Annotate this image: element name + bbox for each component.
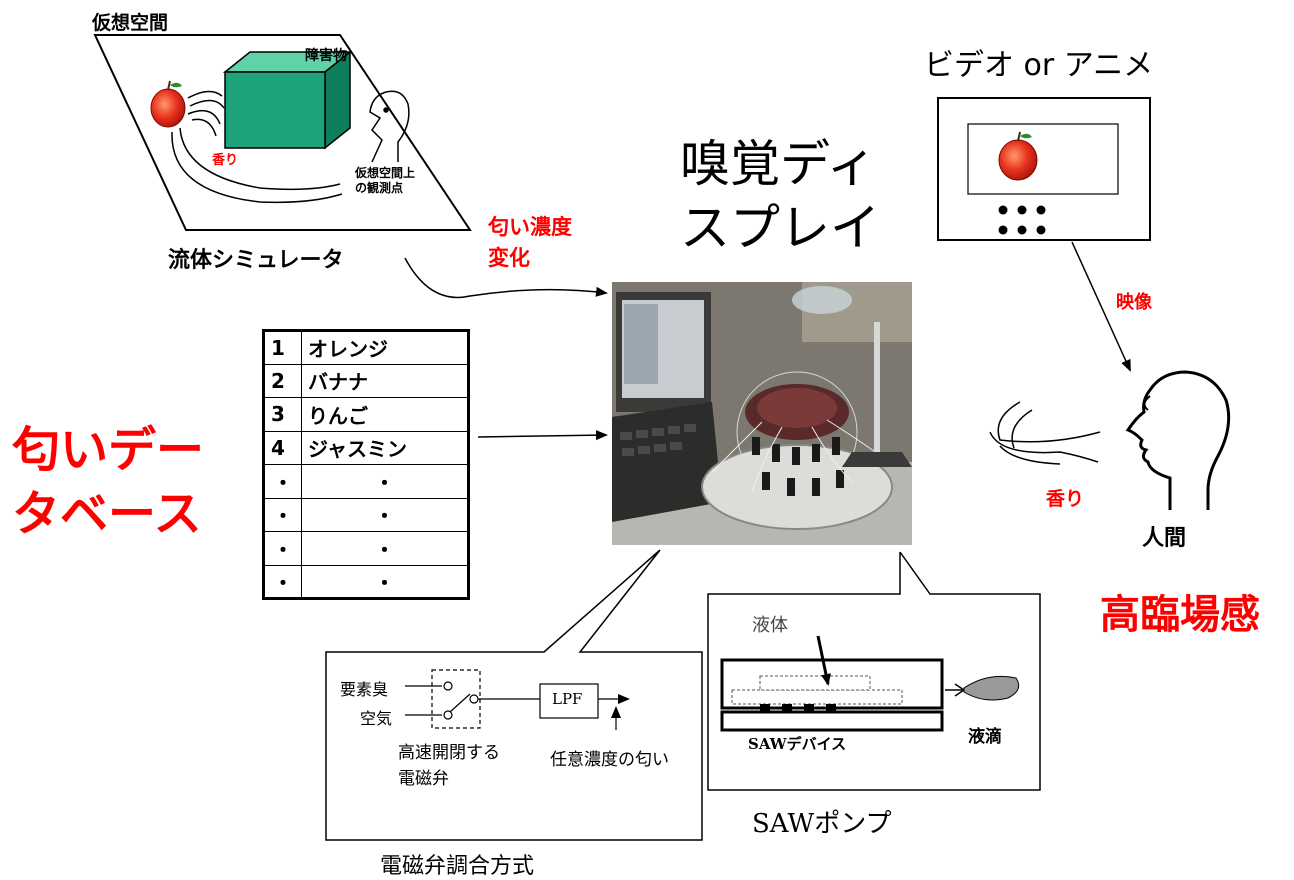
output-odor-label: 任意濃度の匂い xyxy=(550,750,669,770)
human-head-icon xyxy=(1125,370,1231,510)
concentration-change-label: 匂い濃度 変化 xyxy=(488,215,572,270)
observation-point-label: 仮想空間上 の観測点 xyxy=(355,166,416,195)
olfactory-display-title: 嗅覚ディ スプレイ xyxy=(680,135,880,257)
row-number: 2 xyxy=(263,363,302,398)
row-scent: ・ xyxy=(301,464,469,499)
concentration-arrow xyxy=(404,257,608,299)
row-scent: ・ xyxy=(301,564,469,599)
virtual-space-title: 仮想空間 xyxy=(92,12,169,34)
row-number: 1 xyxy=(263,330,302,365)
scent-swirl-lines xyxy=(989,401,1101,465)
row-number: 3 xyxy=(263,397,302,432)
saw-device-schematic xyxy=(720,635,1020,732)
element-odor-label: 要素臭 xyxy=(340,680,389,699)
video-screen xyxy=(967,123,1119,195)
human-label: 人間 xyxy=(1142,526,1187,551)
olfactory-display-photo xyxy=(612,282,912,545)
lpf-label: LPF xyxy=(552,690,583,708)
video-control-dots xyxy=(998,205,1046,235)
row-scent: オレンジ xyxy=(301,330,469,365)
video-title: ビデオ or アニメ xyxy=(924,48,1154,83)
row-scent: バナナ xyxy=(301,363,469,398)
high-presence-label: 高臨場感 xyxy=(1100,592,1260,638)
obstacle-cube xyxy=(222,50,353,150)
valve-schematic xyxy=(405,669,630,730)
obstacle-label: 障害物 xyxy=(305,48,347,64)
table-row: ・・ xyxy=(263,497,469,532)
air-label: 空気 xyxy=(360,709,393,728)
scent-database-title: 匂いデー タベース xyxy=(12,422,205,542)
liquid-label: 液体 xyxy=(752,615,788,636)
saw-device-label: SAWデバイス xyxy=(748,735,847,753)
apple-icon xyxy=(150,80,186,128)
database-arrow xyxy=(477,430,608,441)
row-number: ・ xyxy=(263,564,302,599)
valve-callout xyxy=(325,549,703,841)
valve-method-caption: 電磁弁調合方式 xyxy=(380,854,535,879)
saw-pump-caption: SAWポンプ xyxy=(752,809,892,839)
row-number: ・ xyxy=(263,531,302,566)
table-row: ・・ xyxy=(263,564,469,599)
virtual-scent-label: 香り xyxy=(212,153,239,168)
table-row: ・・ xyxy=(263,464,469,499)
row-scent: ・ xyxy=(301,497,469,532)
row-scent: りんご xyxy=(301,397,469,432)
row-number: ・ xyxy=(263,464,302,499)
human-scent-label: 香り xyxy=(1046,488,1085,510)
video-arrow-label: 映像 xyxy=(1116,292,1152,313)
table-row: ・・ xyxy=(263,531,469,566)
video-arrow xyxy=(1071,241,1131,372)
observer-head-icon xyxy=(369,90,410,163)
video-apple-icon xyxy=(998,131,1038,181)
fluid-simulator-label: 流体シミュレータ xyxy=(168,248,344,273)
row-number: ・ xyxy=(263,497,302,532)
row-scent: ジャスミン xyxy=(301,430,469,465)
row-number: 4 xyxy=(263,430,302,465)
row-scent: ・ xyxy=(301,531,469,566)
droplet-label: 液滴 xyxy=(968,727,1002,747)
scent-flow-lines xyxy=(171,90,343,204)
solenoid-valve-label: 高速開閉する 電磁弁 xyxy=(398,743,500,789)
